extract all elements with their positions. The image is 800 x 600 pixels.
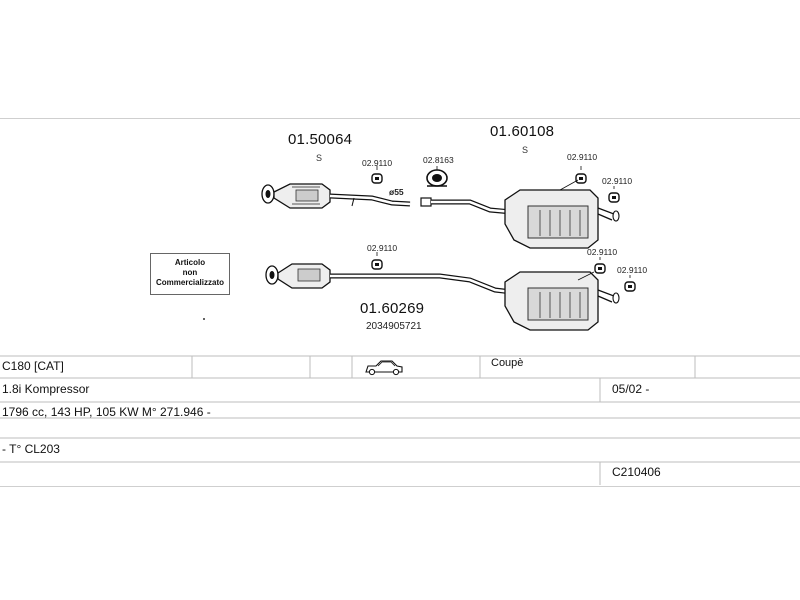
hanger-label-4: 02.9110	[367, 243, 398, 253]
car-coupe-icon	[365, 360, 403, 376]
hanger-5	[594, 263, 606, 274]
vehicle-code: C210406	[612, 465, 661, 479]
notice-line-3: Commercializzato	[155, 278, 225, 287]
diagram-frame	[0, 118, 800, 487]
spec-table-grid	[0, 355, 800, 485]
vehicle-specs: 1796 cc, 143 HP, 105 KW M° 271.946 -	[2, 405, 211, 419]
hanger-label-1: 02.9110	[362, 158, 393, 168]
pipe-upper-rear	[420, 197, 513, 215]
vehicle-engine: 1.8i Kompressor	[2, 382, 90, 396]
clamp-label: 02.8163	[423, 155, 454, 165]
front-section-suffix: S	[316, 153, 323, 163]
hanger-label-2: 02.9110	[567, 152, 598, 162]
pipe-lower	[330, 273, 513, 295]
hanger-label-6: 02.9110	[617, 265, 648, 275]
hanger-2	[575, 173, 587, 184]
rear-silencer-lower	[504, 271, 620, 331]
hanger-label-3: 02.9110	[602, 176, 633, 186]
pipe-clamp	[426, 169, 448, 187]
front-flange-upper	[261, 184, 275, 204]
diameter-label: ø55	[389, 187, 404, 197]
notice-line-2: non	[182, 268, 198, 277]
rear-section-suffix: S	[522, 145, 529, 155]
hanger-6	[624, 281, 636, 292]
vehicle-model: C180 [CAT]	[2, 359, 64, 373]
vehicle-type: - T° CL203	[2, 442, 60, 456]
front-section-part-number: 01.50064	[288, 131, 353, 148]
hanger-label-5: 02.9110	[587, 247, 618, 257]
lower-section-oem-number: 2034905721	[366, 321, 422, 332]
notice-line-1: Articolo	[174, 258, 206, 267]
hanger-3	[608, 192, 620, 203]
rear-silencer-upper	[504, 189, 620, 249]
not-sold-notice: Articolo non Commercializzato	[150, 253, 230, 295]
catalytic-converter-upper	[273, 183, 331, 209]
vehicle-body: Coupè	[491, 357, 524, 369]
catalytic-converter-lower	[277, 263, 331, 289]
vehicle-date: 05/02 -	[612, 382, 650, 396]
hanger-1	[371, 173, 383, 184]
rear-section-part-number: 01.60108	[490, 123, 555, 140]
front-flange-lower	[265, 265, 279, 285]
hanger-4	[371, 259, 383, 270]
lower-section-part-number: 01.60269	[360, 300, 425, 317]
